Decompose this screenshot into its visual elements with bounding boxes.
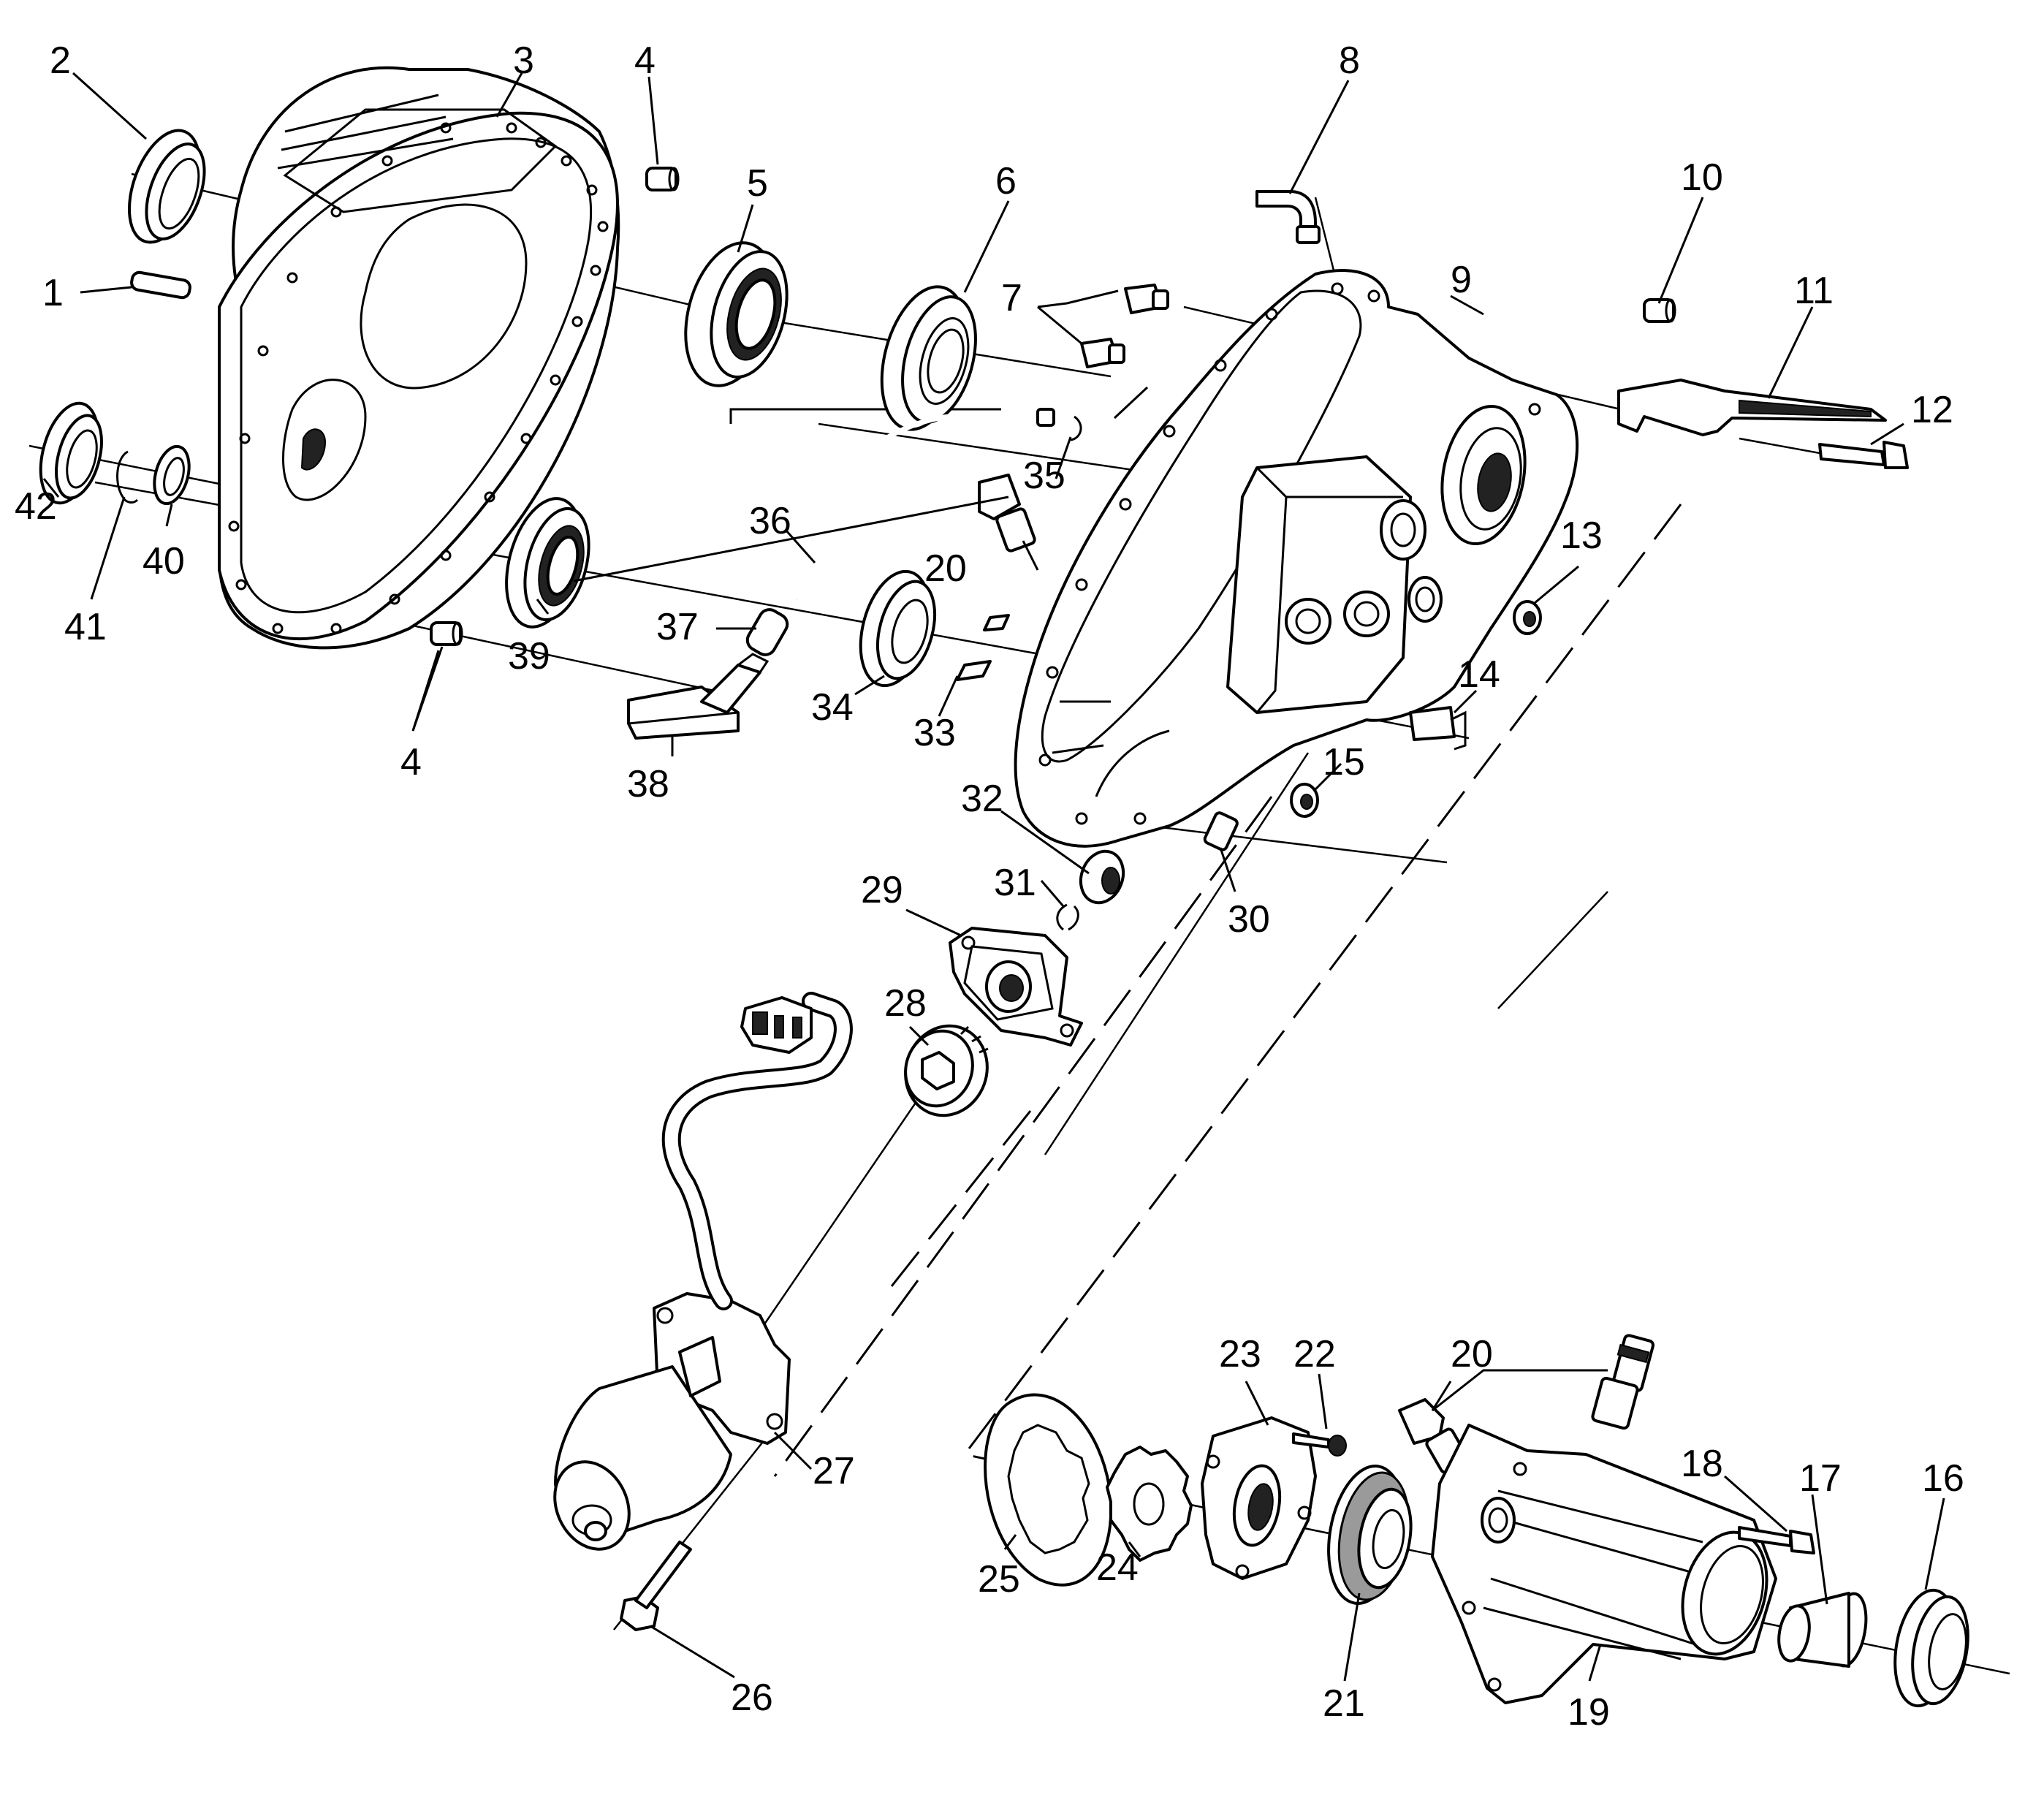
callout-13: 13 [1560,515,1603,557]
bushing-17 [1777,1592,1868,1668]
callout-16: 16 [1922,1457,1964,1500]
dowel-10 [1643,298,1676,323]
motor-seal [904,1024,989,1117]
shift-motor [553,1292,791,1551]
dowel-upper [645,167,680,191]
rear-case [1014,269,1579,848]
callout-23: 23 [1219,1333,1261,1375]
callout-36: 36 [749,500,791,542]
bolt-12 [1818,441,1909,469]
callout-labels: 1 2 3 4 4 5 6 7 8 9 10 11 12 13 14 15 16… [15,39,1964,1734]
callout-33: 33 [913,712,956,754]
vent-hose [745,608,789,656]
screw-22 [1292,1432,1347,1457]
key [956,614,1010,681]
callout-19: 19 [1568,1691,1610,1734]
callout-4-upper: 4 [634,39,656,82]
rear-case-bolt-holes [1038,282,1541,825]
clip [1070,415,1082,441]
callout-2: 2 [50,39,71,82]
callout-37: 37 [656,606,699,648]
bracket [1617,379,1887,436]
bearing-34 [859,569,936,688]
callout-9: 9 [1451,259,1472,301]
callout-3: 3 [513,39,534,82]
leader-lines [42,72,1945,1682]
oil-pump-pickup [627,653,770,740]
callout-34: 34 [811,686,854,729]
dowel-pin [130,270,191,300]
rear-output-seal [1893,1588,1969,1708]
callout-15: 15 [1323,741,1365,783]
callout-20-upper: 20 [924,547,967,590]
bearing-5 [684,241,789,387]
callout-26: 26 [731,1677,773,1719]
motor-harness [661,992,853,1310]
callout-20-lower: 20 [1451,1333,1493,1375]
callout-30: 30 [1228,898,1270,941]
callout-41: 41 [64,606,107,648]
callout-17: 17 [1799,1457,1842,1500]
nut-13 [1513,600,1542,635]
callout-10: 10 [1681,156,1723,199]
dowel-lower [430,621,463,646]
bracket-clip [1409,706,1467,751]
callout-27: 27 [813,1450,855,1492]
bearing-39 [505,497,590,629]
bolt-18 [1738,1526,1815,1554]
callout-25: 25 [978,1558,1020,1601]
bolt-26 [620,1541,692,1631]
input-seal [39,401,103,505]
callout-5: 5 [747,162,768,205]
drain-fill-plugs [1080,284,1169,368]
callout-12: 12 [1911,389,1953,431]
speed-sensor-upper-right [1591,1334,1655,1430]
callout-38: 38 [627,763,669,805]
callout-1: 1 [42,272,64,314]
callout-14: 14 [1458,653,1500,696]
callout-24: 24 [1096,1546,1139,1589]
ring-gear [984,1393,1113,1587]
callout-42: 42 [15,485,57,528]
callout-6: 6 [995,160,1017,202]
callout-18: 18 [1681,1443,1723,1485]
motor-mount-plate [949,927,1083,1047]
extension-housing [1431,1424,1777,1704]
callout-22: 22 [1293,1333,1336,1375]
callout-4-lower: 4 [400,741,422,783]
bearing-6 [880,285,977,431]
snap-ring [116,450,139,504]
front-case-bolt-holes [228,122,609,634]
bushing [1079,849,1125,905]
retainer-plate [1201,1416,1317,1580]
output-gear [1327,1465,1413,1605]
callout-29: 29 [861,869,903,911]
front-case [218,66,620,650]
callout-8: 8 [1339,39,1360,82]
front-output-seal [127,129,206,244]
callout-21: 21 [1323,1682,1365,1725]
callout-39: 39 [508,635,550,677]
speed-sensor-upper [978,474,1039,571]
callout-31: 31 [994,862,1036,904]
nut-15 [1290,783,1319,818]
vent-tube [794,408,1055,601]
callout-11: 11 [1794,270,1834,312]
sleeve [1203,811,1239,851]
callout-32: 32 [961,778,1003,820]
retainer-ring [153,444,191,506]
callout-28: 28 [884,982,927,1025]
callout-7: 7 [1001,277,1022,319]
vent [1255,190,1321,244]
callout-35: 35 [1023,455,1065,497]
callout-40: 40 [143,540,185,582]
sprocket [1106,1446,1193,1562]
retaining-ring-31 [1056,903,1079,931]
